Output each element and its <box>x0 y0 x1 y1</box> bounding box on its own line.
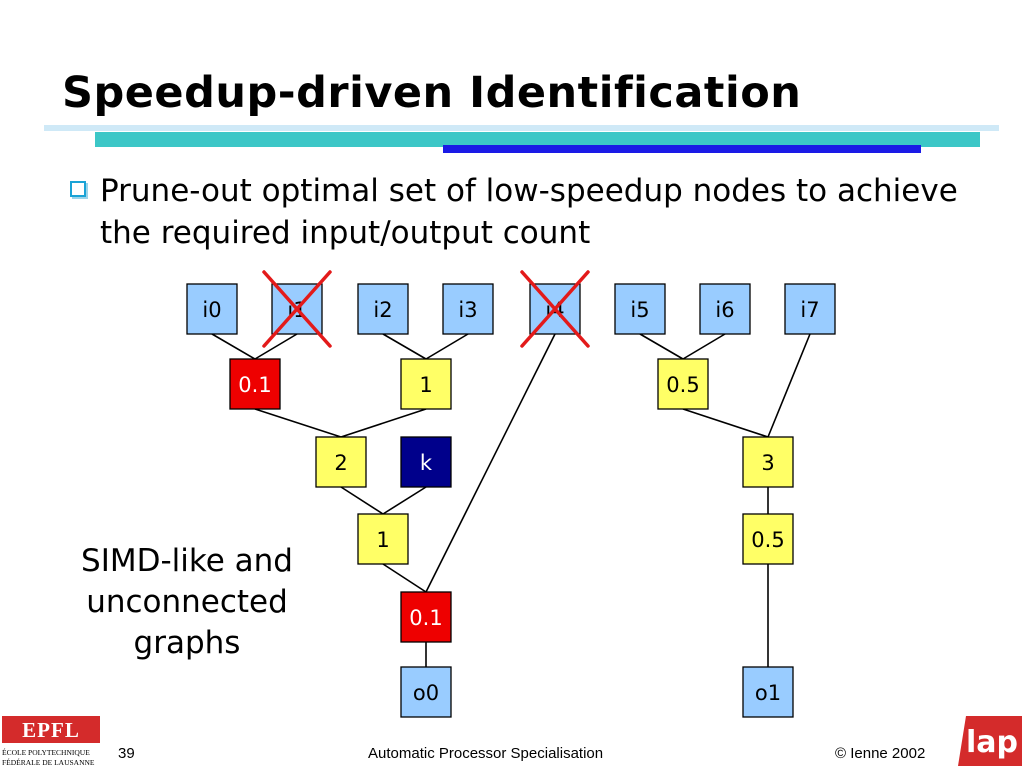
node-box <box>357 513 409 565</box>
node-label: i2 <box>373 298 392 322</box>
node-label: i3 <box>458 298 477 322</box>
footer-copyright: © Ienne 2002 <box>835 745 926 762</box>
page-number: 39 <box>118 745 135 762</box>
node-box <box>614 283 666 335</box>
bullet-square-icon <box>70 181 86 197</box>
graph-edge <box>340 486 384 515</box>
prune-crosses <box>262 270 590 348</box>
node-label: 3 <box>761 451 774 475</box>
cross-icon <box>262 270 332 348</box>
title-rule-blue <box>443 145 921 153</box>
graph-edge <box>382 486 427 515</box>
title-rule-teal <box>95 132 980 147</box>
node-label: 0.5 <box>751 528 784 552</box>
graph-edge <box>382 563 427 593</box>
node-i6: i6 <box>699 283 751 335</box>
node-box <box>742 666 794 718</box>
cross-icon <box>520 270 590 348</box>
node-label: i6 <box>715 298 734 322</box>
node-o1: o1 <box>742 666 794 718</box>
epfl-logo-mark: EPFL <box>22 718 80 742</box>
graph-edge <box>382 333 427 360</box>
node-box <box>699 283 751 335</box>
graph-edge <box>682 408 769 438</box>
footer-course-title: Automatic Processor Specialisation <box>368 745 604 762</box>
graph-edges <box>211 333 811 667</box>
node-label: i7 <box>800 298 819 322</box>
graph-edge <box>425 333 469 360</box>
node-label: o0 <box>413 681 439 705</box>
node-box <box>742 436 794 488</box>
graph-edge <box>211 333 256 360</box>
node-box <box>442 283 494 335</box>
node-i2: i2 <box>357 283 409 335</box>
node-h: 0.1 <box>400 591 452 643</box>
lap-logo-mark: lap <box>966 725 1018 760</box>
node-box <box>229 358 281 410</box>
node-box <box>742 513 794 565</box>
lap-logo: lap <box>958 716 1022 766</box>
epfl-logo-band <box>2 716 100 743</box>
graph-edge <box>639 333 684 360</box>
node-g: 0.5 <box>742 513 794 565</box>
graph-edge <box>340 408 427 438</box>
node-label: o1 <box>755 681 781 705</box>
node-b: 1 <box>400 358 452 410</box>
node-label: 2 <box>334 451 347 475</box>
epfl-logo-line: ÉCOLE POLYTECHNIQUE <box>2 747 90 757</box>
graph-edge <box>254 333 298 360</box>
node-label: 0.1 <box>409 606 442 630</box>
node-label: 1 <box>419 373 432 397</box>
bullet-text: Prune-out optimal set of low-speedup nod… <box>100 173 958 251</box>
node-o0: o0 <box>400 666 452 718</box>
side-note-line: unconnected <box>86 584 288 620</box>
node-i3: i3 <box>442 283 494 335</box>
node-box <box>186 283 238 335</box>
node-f: 1 <box>357 513 409 565</box>
node-box <box>784 283 836 335</box>
side-note: SIMD-like and unconnected graphs <box>62 541 312 664</box>
node-box <box>400 358 452 410</box>
lap-logo-shape <box>958 716 1022 766</box>
graph-edge <box>767 333 811 438</box>
graph-edge <box>254 408 342 438</box>
node-d: 2 <box>315 436 367 488</box>
node-label: i5 <box>630 298 649 322</box>
node-box <box>657 358 709 410</box>
node-box <box>315 436 367 488</box>
graph-edge <box>425 333 556 593</box>
node-label: 0.5 <box>666 373 699 397</box>
node-label: i0 <box>202 298 221 322</box>
node-label: 1 <box>376 528 389 552</box>
side-note-line: graphs <box>133 625 241 661</box>
node-i0: i0 <box>186 283 238 335</box>
node-k: k <box>400 436 452 488</box>
epfl-logo-line: FÉDÉRALE DE LAUSANNE <box>2 757 95 766</box>
node-i5: i5 <box>614 283 666 335</box>
node-label: k <box>420 451 433 475</box>
title-rule-light <box>44 125 999 131</box>
node-c: 0.5 <box>657 358 709 410</box>
node-box <box>400 436 452 488</box>
node-label: 0.1 <box>238 373 271 397</box>
node-box <box>400 666 452 718</box>
node-box <box>400 591 452 643</box>
node-a: 0.1 <box>229 358 281 410</box>
epfl-logo: EPFL ÉCOLE POLYTECHNIQUE FÉDÉRALE DE LAU… <box>2 716 100 766</box>
node-e: 3 <box>742 436 794 488</box>
side-note-line: SIMD-like and <box>81 543 293 579</box>
graph-edge <box>682 333 726 360</box>
node-i7: i7 <box>784 283 836 335</box>
node-box <box>357 283 409 335</box>
slide-title: Speedup-driven Identification <box>62 68 802 118</box>
